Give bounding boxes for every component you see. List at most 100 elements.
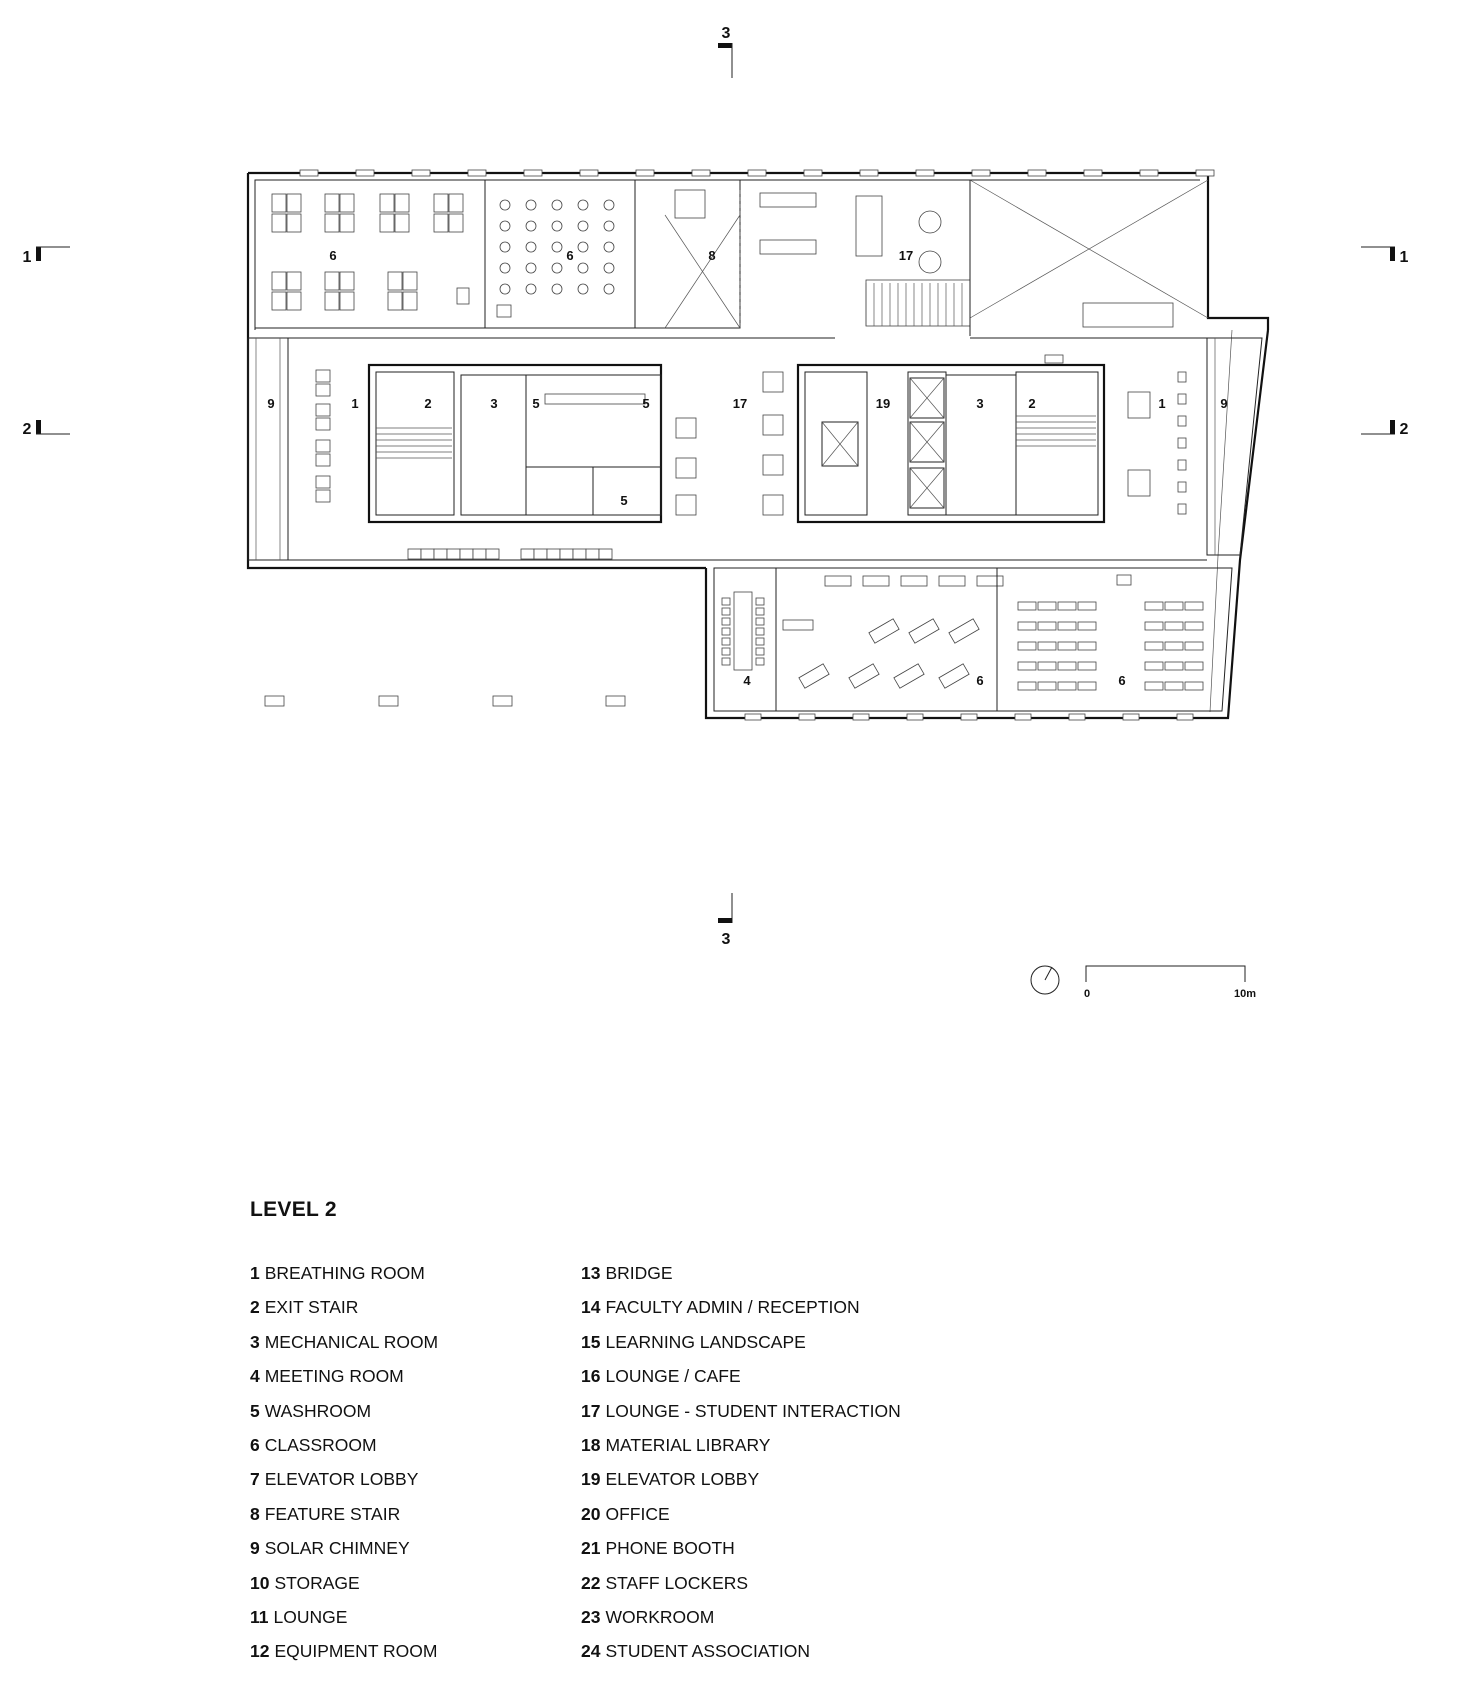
legend-item-label: LEARNING LANDSCAPE xyxy=(605,1331,806,1352)
section-marker-1-left: 1 xyxy=(23,246,70,266)
svg-text:2: 2 xyxy=(1400,421,1409,438)
svg-text:17: 17 xyxy=(733,396,747,411)
legend-item-label: STORAGE xyxy=(274,1572,360,1593)
legend-item-number: 21 xyxy=(581,1538,601,1559)
central-floor xyxy=(288,337,1207,561)
legend-item-number: 1 xyxy=(250,1263,260,1283)
west-core: 2 3 5 5 5 xyxy=(367,363,663,524)
legend-item-number: 5 xyxy=(250,1400,260,1421)
svg-text:6: 6 xyxy=(1118,673,1125,688)
legend-item-number: 19 xyxy=(581,1469,601,1490)
svg-text:3: 3 xyxy=(722,931,731,948)
section-marker-2-right: 2 xyxy=(1361,420,1409,438)
legend-item-label: MECHANICAL ROOM xyxy=(264,1331,439,1352)
legend-item-number: 7 xyxy=(250,1469,260,1490)
legend-item-number: 4 xyxy=(250,1366,260,1387)
legend-item-number: 2 xyxy=(250,1297,260,1318)
legend-item-number: 16 xyxy=(581,1366,601,1387)
legend-item-label: OFFICE xyxy=(605,1503,670,1524)
legend-item-number: 12 xyxy=(250,1641,270,1662)
svg-text:2: 2 xyxy=(23,421,32,438)
legend-item-label: BREATHING ROOM xyxy=(264,1263,425,1283)
legend-item-number: 20 xyxy=(581,1503,601,1524)
section-marker-3-bottom: 3 xyxy=(718,893,733,948)
legend-item-number: 17 xyxy=(581,1400,601,1421)
svg-text:0: 0 xyxy=(1084,988,1090,1000)
west-solar-chimney: 9 xyxy=(247,337,289,561)
legend-item-label: FACULTY ADMIN / RECEPTION xyxy=(605,1297,860,1318)
legend-title: LEVEL 2 xyxy=(250,1198,337,1221)
legend-item-label: EXIT STAIR xyxy=(264,1297,359,1318)
svg-text:10m: 10m xyxy=(1234,988,1256,1000)
svg-text:1: 1 xyxy=(23,249,32,266)
legend-item-label: WASHROOM xyxy=(264,1400,372,1421)
legend-item-label: EQUIPMENT ROOM xyxy=(274,1641,438,1662)
svg-text:6: 6 xyxy=(566,248,573,263)
legend-item-label: FEATURE STAIR xyxy=(264,1503,401,1524)
north-window-ticks xyxy=(299,169,1215,177)
n-classroom: 6 xyxy=(484,179,636,329)
building-outline xyxy=(246,171,1270,720)
legend-item-label: WORKROOM xyxy=(605,1606,715,1627)
legend-item-label: SOLAR CHIMNEY xyxy=(264,1538,410,1559)
legend-item-label: PHONE BOOTH xyxy=(605,1538,735,1559)
legend-item-number: 8 xyxy=(250,1503,260,1524)
svg-text:5: 5 xyxy=(532,396,539,411)
legend-item-number: 13 xyxy=(581,1263,601,1283)
legend-item-number: 11 xyxy=(250,1606,269,1627)
legend-item-label: LOUNGE / CAFE xyxy=(605,1366,741,1387)
north-lounge: 17 xyxy=(759,179,1209,336)
legend-item-label: BRIDGE xyxy=(605,1263,673,1283)
legend-item-label: ELEVATOR LOBBY xyxy=(605,1469,760,1490)
meeting-room: 4 xyxy=(713,567,777,712)
svg-text:6: 6 xyxy=(976,673,983,688)
east-core: 19 3 2 xyxy=(796,354,1106,524)
section-marker-2-left: 2 xyxy=(23,420,70,438)
east-solar-chimney: 9 xyxy=(1206,337,1263,556)
svg-text:3: 3 xyxy=(976,396,983,411)
svg-text:3: 3 xyxy=(490,396,497,411)
legend-item-label: MEETING ROOM xyxy=(264,1366,404,1387)
svg-text:5: 5 xyxy=(642,396,649,411)
center-lounge: 17 xyxy=(675,371,784,516)
legend-item-number: 18 xyxy=(581,1434,601,1455)
svg-text:3: 3 xyxy=(722,25,731,42)
svg-text:6: 6 xyxy=(329,248,336,263)
svg-text:4: 4 xyxy=(743,673,751,688)
south-classroom-a: 6 xyxy=(775,567,1004,712)
exterior-columns xyxy=(264,695,626,707)
legend-item-label: CLASSROOM xyxy=(264,1434,377,1455)
svg-text:17: 17 xyxy=(899,248,913,263)
svg-text:2: 2 xyxy=(424,396,431,411)
feature-stair-room: 8 xyxy=(634,179,741,329)
legend-item-number: 23 xyxy=(581,1606,601,1627)
legend-item-number: 10 xyxy=(250,1572,270,1593)
section-marker-3-top: 3 xyxy=(718,25,733,78)
legend-item-number: 24 xyxy=(581,1641,601,1662)
legend-item-number: 6 xyxy=(250,1434,260,1455)
south-classroom-b: 6 xyxy=(996,567,1233,712)
legend-item-label: LOUNGE xyxy=(273,1606,348,1627)
north-arrow-icon xyxy=(1030,965,1060,995)
svg-text:5: 5 xyxy=(620,493,627,508)
legend-item-number: 14 xyxy=(581,1297,601,1318)
